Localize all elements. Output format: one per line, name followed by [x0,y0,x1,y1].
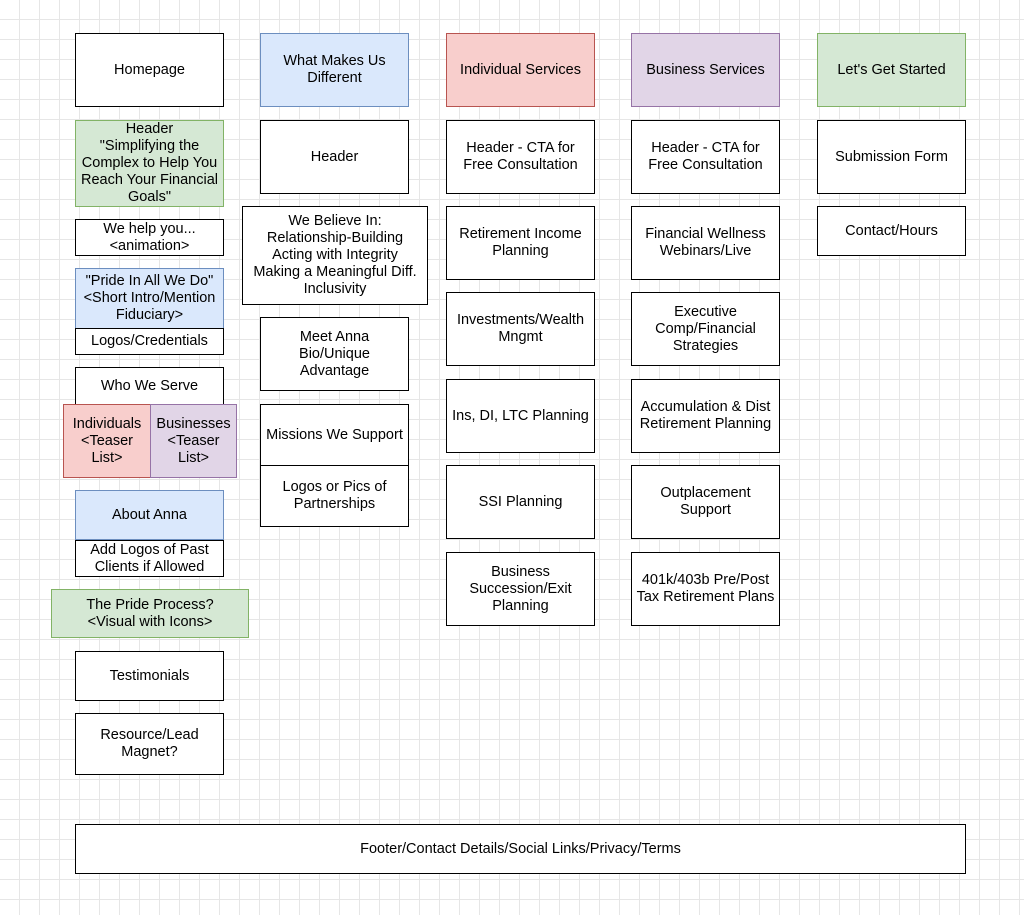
individuals-teaser-box: Individuals <Teaser List> [63,404,151,478]
testimonials-box: Testimonials [75,651,224,701]
succession-box: Business Succession/Exit Planning [446,552,595,626]
outplacement-box: Outplacement Support [631,465,780,539]
businesses-teaser-box: Businesses <Teaser List> [150,404,237,478]
missions-box: Missions We Support [260,404,409,466]
ins-planning-box: Ins, DI, LTC Planning [446,379,595,453]
past-clients-box: Add Logos of Past Clients if Allowed [75,540,224,577]
logos-credentials-box: Logos/Credentials [75,328,224,355]
what-makes-us-different-title-box: What Makes Us Different [260,33,409,107]
accumulation-box: Accumulation & Dist Retirement Planning [631,379,780,453]
retirement-plans-box: 401k/403b Pre/Post Tax Retirement Plans [631,552,780,626]
who-we-serve-box: Who We Serve [75,367,224,405]
business-services-title-box: Business Services [631,33,780,107]
retirement-income-box: Retirement Income Planning [446,206,595,280]
about-anna-box: About Anna [75,490,224,540]
pride-process-box: The Pride Process? <Visual with Icons> [51,589,249,638]
resource-lead-box: Resource/Lead Magnet? [75,713,224,775]
pride-intro-box: "Pride In All We Do" <Short Intro/Mentio… [75,268,224,329]
submission-form-box: Submission Form [817,120,966,194]
contact-hours-box: Contact/Hours [817,206,966,256]
we-believe-box: We Believe In: Relationship-Building Act… [242,206,428,305]
ssi-planning-box: SSI Planning [446,465,595,539]
homepage-title-box: Homepage [75,33,224,107]
individual-header-box: Header - CTA for Free Consultation [446,120,595,194]
footer-box: Footer/Contact Details/Social Links/Priv… [75,824,966,874]
executive-comp-box: Executive Comp/Financial Strategies [631,292,780,366]
investments-box: Investments/Wealth Mngmt [446,292,595,366]
homepage-header-box: Header "Simplifying the Complex to Help … [75,120,224,207]
we-help-box: We help you... <animation> [75,219,224,256]
business-header-box: Header - CTA for Free Consultation [631,120,780,194]
lets-get-started-title-box: Let's Get Started [817,33,966,107]
meet-anna-box: Meet Anna Bio/Unique Advantage [260,317,409,391]
individual-services-title-box: Individual Services [446,33,595,107]
financial-wellness-box: Financial Wellness Webinars/Live [631,206,780,280]
different-header-box: Header [260,120,409,194]
partnerships-box: Logos or Pics of Partnerships [260,465,409,527]
